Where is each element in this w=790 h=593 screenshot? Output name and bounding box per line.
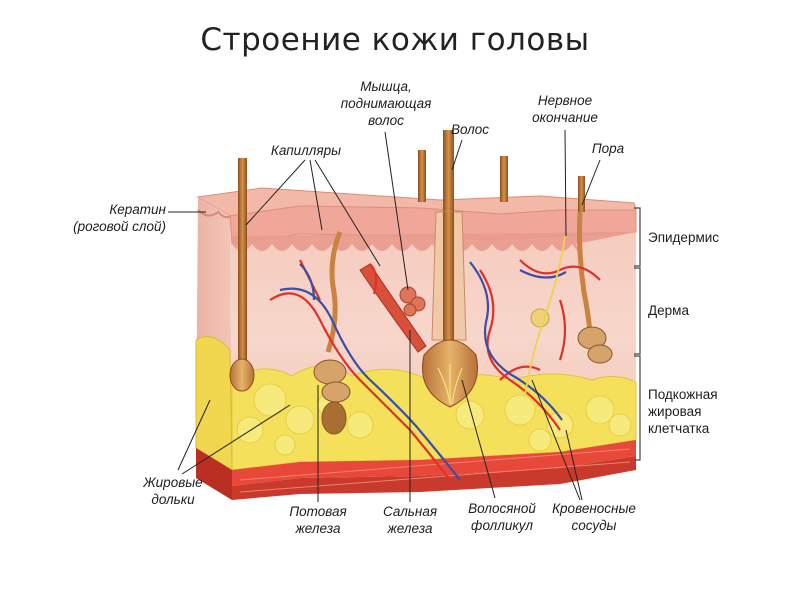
label-blood-vessels: Кровеносные сосуды [552,501,636,533]
label-sebaceous-gland: Сальная железа [382,504,438,536]
label-hair: Волос [450,122,490,137]
label-nerve: Нервное окончание [532,93,598,125]
sweat-duct-left [325,231,343,353]
hair-bulb-left [229,358,255,392]
hair-shaft-5 [578,176,585,212]
label-hair-follicle: Волосяной фолликул [468,501,536,533]
label-keratin: Кератин (роговой слой) [73,202,166,234]
sweat-duct-right [577,211,593,333]
nerve-ending [530,308,550,328]
hair-root-center [443,212,454,352]
muscle-stripes [239,448,631,493]
side-fat [195,336,233,471]
muscle-side [196,448,232,500]
hair-shaft-center [443,130,454,212]
hair-shaft-4 [500,156,508,202]
layer-epidermis: Эпидермис [648,230,720,245]
veins [279,261,567,481]
label-fat-lobules: Жировые дольки [143,475,203,507]
label-capillaries: Капилляры [270,143,342,158]
label-sweat-gland: Потовая железа [289,504,347,536]
label-pore: Пора [591,141,625,156]
muscle-band [232,456,636,500]
diagram-title: Строение кожи головы [200,22,590,58]
fascia-band [232,440,636,486]
label-muscle: Мышца, поднимающая волос [340,79,432,128]
sebaceous-gland-shape [399,286,426,317]
nerve-fiber [524,235,566,397]
hair-shaft-3 [418,150,426,202]
layer-subcutaneous: Подкожная жировая клетчатка [648,387,718,436]
hair-shaft-left [238,158,247,198]
layer-dermis: Дерма [648,303,689,318]
bulb-lines [437,363,463,405]
sweat-coil-right [577,326,613,364]
arteries [269,259,601,481]
sweat-coil-left [313,359,351,435]
layer-bracket [634,207,641,461]
dermal-papillae [232,232,636,251]
leader-lines [168,129,601,502]
hair-root-left [238,198,247,368]
side-ridge [197,209,231,219]
